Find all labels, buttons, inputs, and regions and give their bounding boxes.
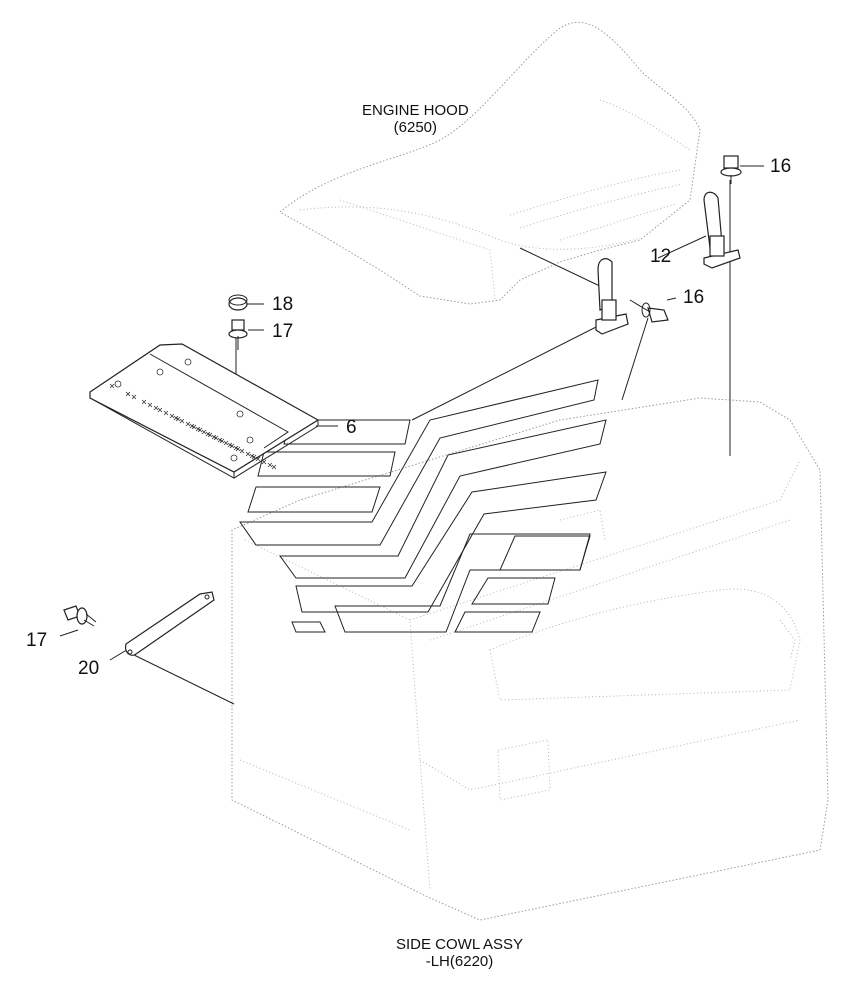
step-round-hole xyxy=(184,358,192,366)
step-hole xyxy=(163,410,169,416)
latch-part-right xyxy=(703,191,741,269)
step-hole xyxy=(147,402,153,408)
latch-part-center xyxy=(595,258,629,335)
step-hole xyxy=(179,418,185,424)
step-hole xyxy=(141,399,147,405)
step-hole xyxy=(169,413,175,419)
engine-hood-caption: ENGINE HOOD (6250) xyxy=(362,102,469,137)
callout-16-mid: 16 xyxy=(683,287,705,308)
callout-12: 12 xyxy=(650,246,672,267)
side-cowl-name: SIDE COWL ASSY xyxy=(396,936,523,953)
step-hole xyxy=(195,426,201,432)
cap-part xyxy=(228,294,248,311)
step-hole xyxy=(173,415,179,421)
callout-17-left: 17 xyxy=(26,630,48,651)
callout-17-top: 17 xyxy=(272,321,294,342)
step-hole xyxy=(201,429,207,435)
step-round-hole xyxy=(156,368,164,376)
step-round-hole xyxy=(114,380,122,388)
bracket-part xyxy=(125,591,215,656)
step-hole xyxy=(189,423,195,429)
callout-18: 18 xyxy=(272,294,294,315)
bolt-part-left xyxy=(63,605,97,627)
step-round-hole xyxy=(246,436,254,444)
step-hole xyxy=(125,391,131,397)
step-hole xyxy=(239,448,245,454)
step-hole xyxy=(217,437,223,443)
bolt-part-16-top xyxy=(720,155,742,184)
engine-hood-name: ENGINE HOOD xyxy=(362,102,469,119)
step-hole xyxy=(227,442,233,448)
step-hole xyxy=(261,459,267,465)
step-hole xyxy=(157,407,163,413)
engine-hood-code: (6250) xyxy=(393,119,438,137)
side-cowl-code: -LH(6220) xyxy=(425,953,494,971)
step-hole xyxy=(267,462,273,468)
callout-20: 20 xyxy=(78,658,100,679)
step-hole xyxy=(211,434,217,440)
step-hole xyxy=(249,453,255,459)
step-hole xyxy=(245,451,251,457)
bolt-part-16-mid xyxy=(629,299,669,323)
step-hole xyxy=(255,456,261,462)
step-hole xyxy=(131,394,137,400)
step-hole xyxy=(205,431,211,437)
step-round-hole xyxy=(230,454,238,462)
step-round-hole xyxy=(236,410,244,418)
side-cowl-outline xyxy=(231,397,829,921)
step-hole xyxy=(271,464,277,470)
engine-hood-outline xyxy=(279,21,701,305)
step-hole xyxy=(153,405,159,411)
callout-6: 6 xyxy=(346,417,357,438)
step-plate-part xyxy=(89,343,320,479)
bolt-part-top xyxy=(228,319,248,350)
step-hole xyxy=(185,421,191,427)
step-hole xyxy=(223,440,229,446)
callout-16-top: 16 xyxy=(770,156,792,177)
step-hole xyxy=(233,445,239,451)
side-cowl-caption: SIDE COWL ASSY -LH(6220) xyxy=(396,936,523,971)
step-hole xyxy=(109,383,115,389)
